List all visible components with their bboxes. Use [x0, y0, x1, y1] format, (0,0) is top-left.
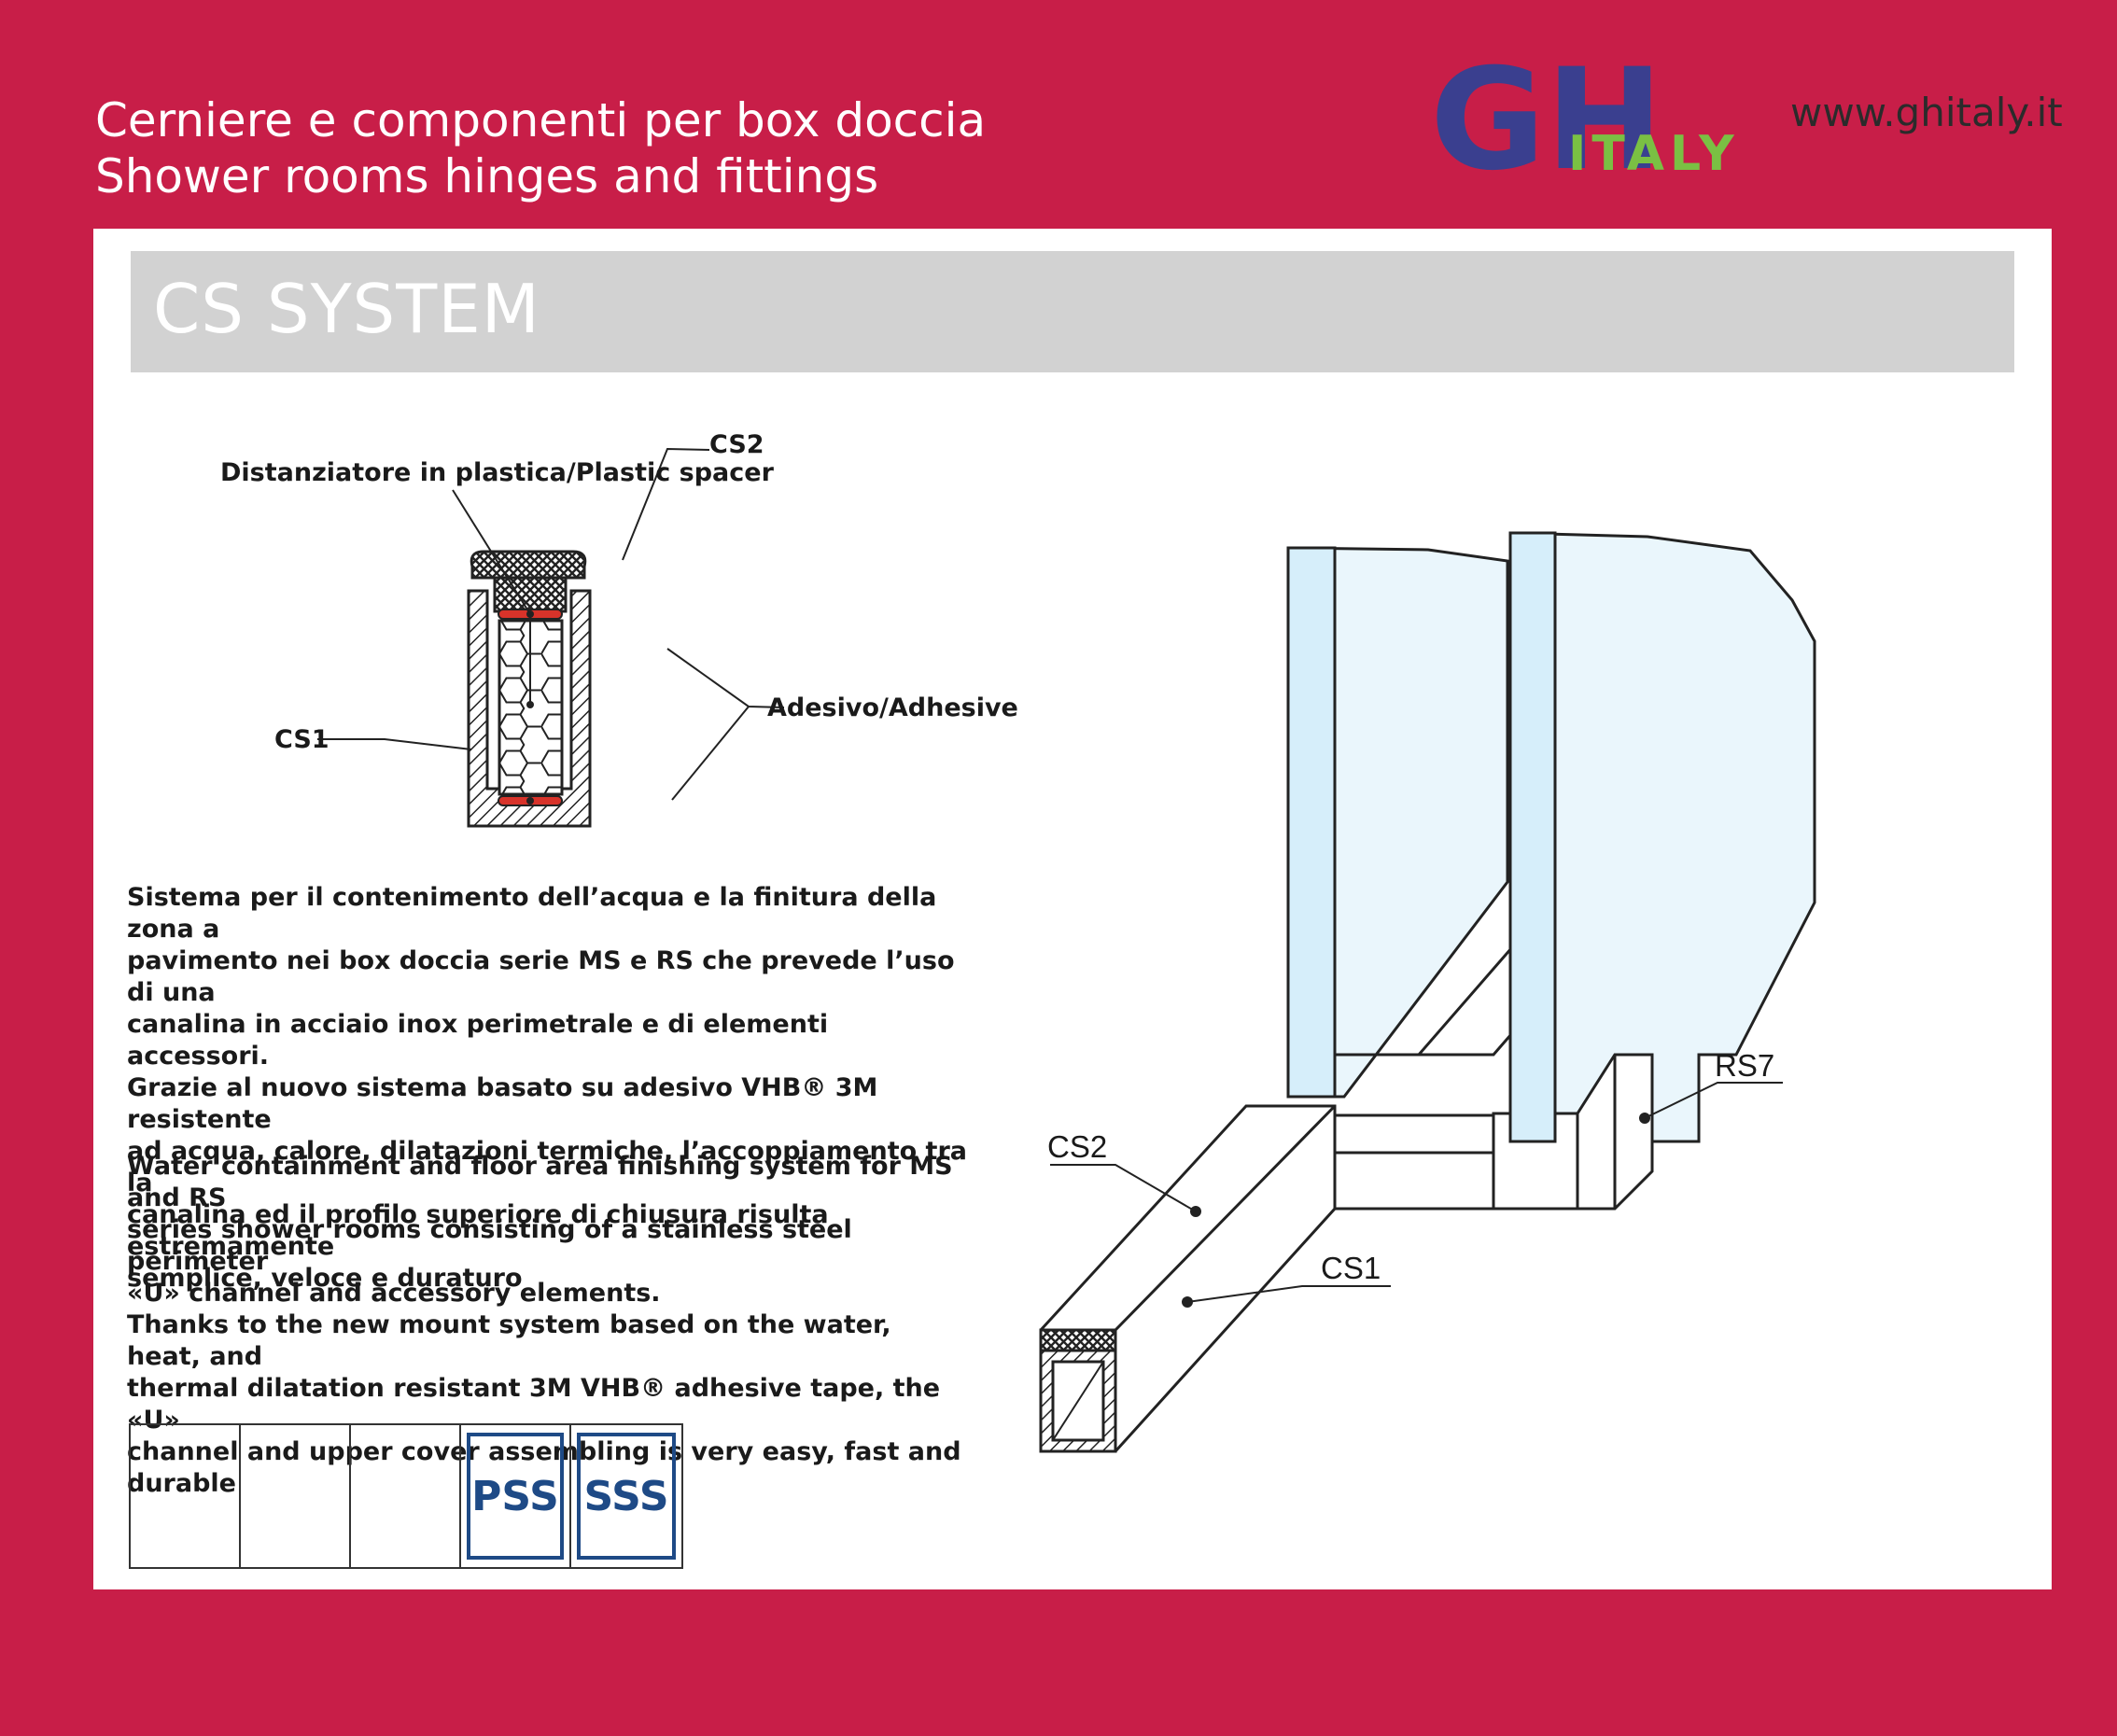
- desc-it-line: canalina ed il profilo superiore di chiu…: [127, 1200, 829, 1261]
- page-title: CS SYSTEM: [153, 270, 540, 348]
- desc-en-line: thermal dilatation resistant 3M VHB® adh…: [127, 1374, 941, 1435]
- label-cs2-section: CS2: [709, 430, 764, 459]
- description-english: Water containment and floor area finishi…: [127, 1151, 967, 1500]
- finish-options-row: PSS SSS: [129, 1423, 683, 1569]
- desc-en-line: channel and upper cover assembling is ve…: [127, 1437, 961, 1466]
- desc-en-line: Water containment and floor area finishi…: [127, 1152, 953, 1212]
- desc-it-line: pavimento nei box doccia serie MS e RS c…: [127, 946, 955, 1007]
- finish-cell-sss: SSS: [571, 1425, 681, 1567]
- logo-letters: GH: [1430, 52, 1663, 183]
- description-italian: Sistema per il contenimento dell’acqua e…: [127, 882, 967, 1295]
- title-bar: CS SYSTEM: [131, 251, 2014, 372]
- desc-it-line: Sistema per il contenimento dell’acqua e…: [127, 883, 937, 944]
- label-rs7: RS7: [1715, 1048, 1774, 1083]
- finish-cell-empty: [131, 1425, 241, 1567]
- gh-italy-logo: GH ITALY: [1430, 52, 1740, 183]
- glass-back-edge: [1286, 546, 1337, 1099]
- content-panel: CS SYSTEM: [93, 229, 2052, 1589]
- desc-it-line: ad acqua, calore, dilatazioni termiche, …: [127, 1137, 967, 1197]
- label-plastic-spacer: Distanziatore in plastica/Plastic spacer: [220, 458, 775, 487]
- cross-section-diagram: CS2 Distanziatore in plastica/Plastic sp…: [220, 430, 1018, 828]
- desc-it-line: Grazie al nuovo sistema basato su adesiv…: [127, 1073, 878, 1134]
- header-title-en: Shower rooms hinges and fittings: [95, 149, 879, 203]
- desc-en-line: durable: [127, 1469, 236, 1498]
- desc-en-line: «U» channel and accessory elements.: [127, 1279, 661, 1308]
- rs7-profile: [1492, 1053, 1654, 1211]
- diagram-canvas: CS2 Distanziatore in plastica/Plastic sp…: [220, 430, 1816, 1453]
- label-cs2-iso: CS2: [1047, 1129, 1107, 1164]
- finish-cell-empty: [351, 1425, 461, 1567]
- desc-en-line: Thanks to the new mount system based on …: [127, 1310, 891, 1371]
- finish-cell-empty: [241, 1425, 351, 1567]
- desc-it-line: canalina in acciaio inox perimetrale e d…: [127, 1010, 829, 1071]
- finish-cell-pss: PSS: [461, 1425, 571, 1567]
- logo-suffix: ITALY: [1568, 126, 1740, 182]
- label-adhesive: Adesivo/Adhesive: [767, 693, 1018, 722]
- finish-badge-pss: PSS: [467, 1433, 564, 1560]
- desc-en-line: series shower rooms consisting of a stai…: [127, 1215, 852, 1276]
- desc-it-line: semplice, veloce e duraturo: [127, 1264, 523, 1293]
- label-cs1-iso: CS1: [1321, 1251, 1381, 1285]
- finish-badge-sss: SSS: [577, 1433, 676, 1560]
- website-link[interactable]: www.ghitaly.it: [1790, 90, 2063, 135]
- label-cs1-section: CS1: [274, 725, 329, 754]
- glass-front-edge: [1508, 531, 1557, 1143]
- header-title-it: Cerniere e componenti per box doccia: [95, 93, 987, 147]
- isometric-diagram: RS7 CS2 CS1: [1039, 531, 1816, 1453]
